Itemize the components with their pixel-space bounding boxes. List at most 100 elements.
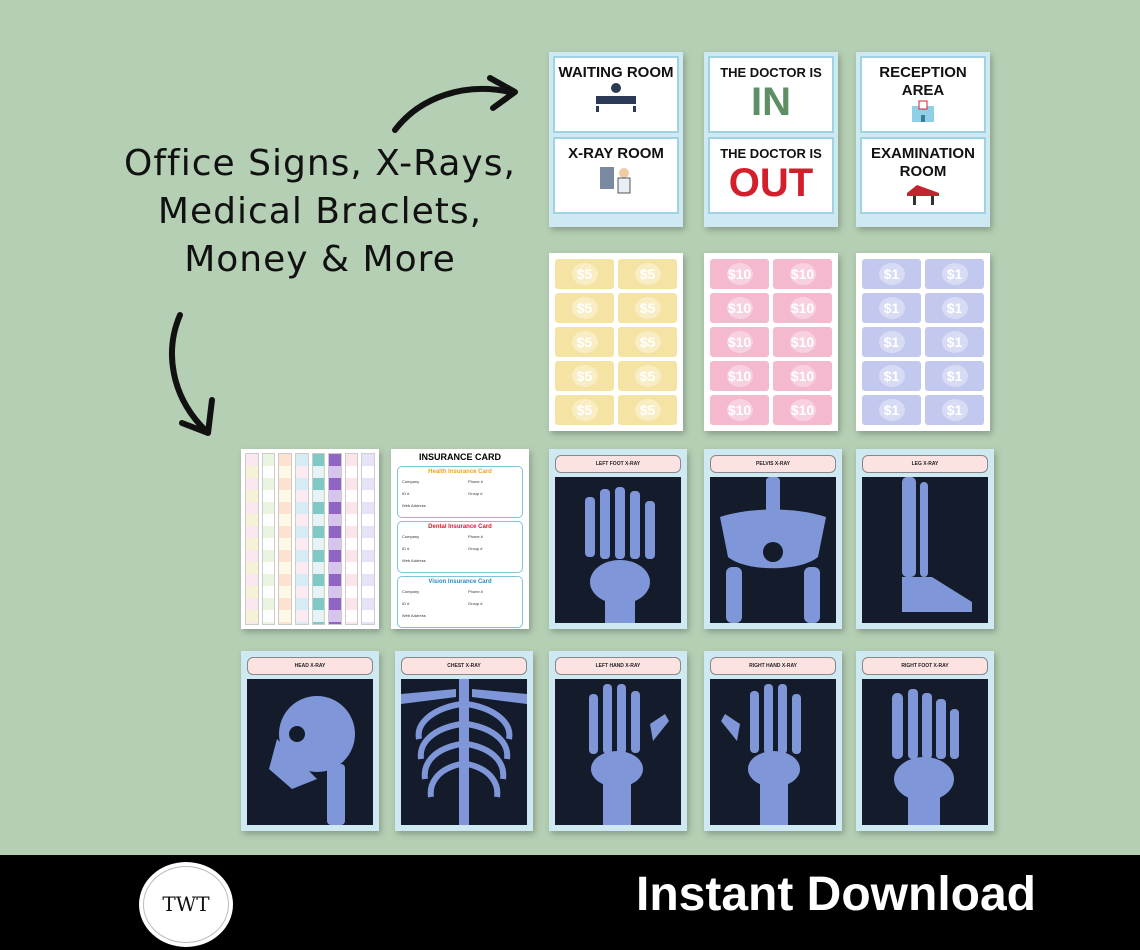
id-label: ID # — [402, 491, 410, 496]
sign-xray-room-label: X-RAY ROOM — [568, 145, 664, 162]
money-bill: $1 — [862, 395, 921, 425]
xray-card-pelvis: PELVIS X-RAY — [704, 449, 842, 629]
bracelet-strip — [328, 453, 342, 625]
phone-label: Phone # — [468, 534, 483, 539]
vision-insurance-block: Vision Insurance Card Company Phone # ID… — [397, 576, 523, 628]
sign-reception-area-label: RECEPTION AREA — [879, 64, 967, 99]
bracelet-strip — [245, 453, 259, 625]
xray-machine-icon — [600, 167, 631, 194]
money-bill: $10 — [710, 395, 769, 425]
sign-card-reception-exam: RECEPTION AREA EXAMINATION ROOM — [856, 52, 990, 227]
money-bill: $1 — [925, 361, 984, 391]
money-bill: $10 — [773, 259, 832, 289]
dental-insurance-block: Dental Insurance Card Company Phone # ID… — [397, 521, 523, 573]
xray-label: HEAD X-RAY — [247, 657, 373, 675]
web-label: Web Address — [402, 558, 426, 563]
sign-doctor-in-label: THE DOCTOR IS — [720, 65, 822, 80]
money-sheet-one: $1 $1 $1 $1 $1 $1 $1 $1 $1 $1 — [856, 253, 990, 431]
xray-label: CHEST X-RAY — [401, 657, 527, 675]
xray-card-head: HEAD X-RAY — [241, 651, 379, 831]
head-xray-image — [247, 679, 373, 825]
xray-card-leg: LEG X-RAY — [856, 449, 994, 629]
bracelet-strip — [311, 453, 326, 625]
money-bill: $1 — [925, 259, 984, 289]
xray-label: PELVIS X-RAY — [710, 455, 836, 473]
sign-examination-room-label: EXAMINATION ROOM — [871, 145, 975, 180]
money-bill: $1 — [925, 293, 984, 323]
sign-xray-room: X-RAY ROOM — [553, 137, 679, 214]
phone-label: Phone # — [468, 479, 483, 484]
foot-bones-icon — [892, 689, 959, 825]
left-foot-xray-image — [555, 477, 681, 623]
instant-download-label: Instant Download — [636, 868, 1036, 921]
xray-card-right-foot: RIGHT FOOT X-RAY — [856, 651, 994, 831]
money-bill: $1 — [862, 293, 921, 323]
headline: Office Signs, X-Rays, Medical Braclets, … — [100, 140, 540, 284]
skull-icon — [269, 696, 355, 825]
money-bill: $10 — [773, 327, 832, 357]
insurance-card-sheet: INSURANCE CARD Health Insurance Card Com… — [391, 449, 529, 629]
bracelet-strip — [278, 453, 292, 625]
phone-label: Phone # — [468, 589, 483, 594]
money-bill: $10 — [710, 361, 769, 391]
xray-label: RIGHT HAND X-RAY — [710, 657, 836, 675]
money-bill: $5 — [555, 395, 614, 425]
money-sheet-five: $5 $5 $5 $5 $5 $5 $5 $5 $5 $5 — [549, 253, 683, 431]
money-bill: $1 — [862, 361, 921, 391]
sign-card-doctor-in-out: THE DOCTOR IS IN THE DOCTOR IS OUT — [704, 52, 838, 227]
group-label: Group # — [468, 601, 483, 606]
pelvis-bones-icon — [720, 477, 826, 623]
company-label: Company — [402, 479, 420, 484]
money-bill: $5 — [555, 259, 614, 289]
sign-examination-room: EXAMINATION ROOM — [860, 137, 986, 214]
xray-label: LEFT HAND X-RAY — [555, 657, 681, 675]
ribcage-icon — [401, 679, 527, 825]
bracelet-strip — [344, 453, 359, 625]
xray-card-left-foot: LEFT FOOT X-RAY — [549, 449, 687, 629]
xray-label: LEG X-RAY — [862, 455, 988, 473]
money-bill: $1 — [925, 395, 984, 425]
id-label: ID # — [402, 546, 410, 551]
money-bill: $10 — [773, 361, 832, 391]
arrow-down-icon — [169, 312, 215, 436]
sign-waiting-room-label: WAITING ROOM — [558, 64, 674, 81]
money-bill: $5 — [618, 293, 677, 323]
sign-waiting-room: WAITING ROOM — [553, 56, 679, 133]
money-bill: $1 — [862, 259, 921, 289]
company-label: Company — [402, 589, 420, 594]
bracelet-strip — [261, 453, 276, 625]
headline-line-1: Office Signs, X-Rays, — [124, 143, 516, 184]
logo-ring — [143, 866, 229, 943]
dental-insurance-label: Dental Insurance Card — [428, 524, 492, 530]
money-bill: $10 — [710, 259, 769, 289]
headline-line-3: Money & More — [184, 239, 456, 280]
money-bill: $10 — [773, 293, 832, 323]
hand-bones-icon — [589, 684, 669, 825]
bracelet-strip — [361, 453, 375, 625]
sign-doctor-out: THE DOCTOR IS OUT — [708, 137, 834, 214]
money-bill: $10 — [773, 395, 832, 425]
money-bill: $5 — [618, 259, 677, 289]
pelvis-xray-image — [710, 477, 836, 623]
twt-logo: TWT — [139, 862, 233, 947]
web-label: Web Address — [402, 613, 426, 618]
xray-card-left-hand: LEFT HAND X-RAY — [549, 651, 687, 831]
health-insurance-block: Health Insurance Card Company Phone # ID… — [397, 466, 523, 518]
money-bill: $5 — [618, 327, 677, 357]
medical-bracelets-sheet — [241, 449, 379, 629]
chest-xray-image — [401, 679, 527, 825]
group-label: Group # — [468, 546, 483, 551]
money-bill: $5 — [618, 395, 677, 425]
money-bill: $5 — [555, 327, 614, 357]
money-sheet-ten: $10 $10 $10 $10 $10 $10 $10 $10 $10 $10 — [704, 253, 838, 431]
xray-label: LEFT FOOT X-RAY — [555, 455, 681, 473]
leg-bones-icon — [902, 477, 972, 612]
insurance-card-title: INSURANCE CARD — [418, 452, 501, 462]
vision-insurance-label: Vision Insurance Card — [428, 579, 492, 585]
xray-card-chest: CHEST X-RAY — [395, 651, 533, 831]
waiting-chairs-icon — [596, 83, 636, 112]
right-hand-xray-image — [710, 679, 836, 825]
hand-bones-icon — [721, 684, 801, 825]
money-bill: $5 — [555, 293, 614, 323]
exam-bed-icon — [907, 185, 939, 205]
